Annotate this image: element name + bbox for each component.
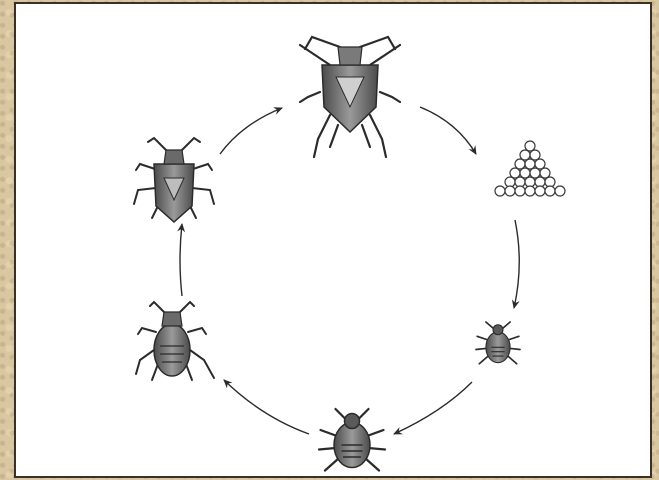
diagram-frame <box>14 2 652 478</box>
arrow-nymph4-to-adult <box>220 108 282 154</box>
first-instar-nymph-icon <box>476 322 520 364</box>
arrow-eggs-to-nymph1 <box>514 220 519 308</box>
second-instar-nymph-icon <box>319 409 385 471</box>
life-cycle-diagram <box>16 4 654 480</box>
arrow-nymph1-to-nymph2 <box>394 382 472 434</box>
arrow-nymph2-to-nymph3 <box>224 380 309 434</box>
adult-bug-icon <box>300 37 400 157</box>
arrow-nymph3-to-nymph4 <box>180 224 182 296</box>
eggs-cluster-icon <box>495 141 565 196</box>
third-instar-nymph-icon <box>136 302 214 380</box>
arrow-adult-to-eggs <box>420 107 476 154</box>
fourth-instar-nymph-icon <box>134 138 214 222</box>
